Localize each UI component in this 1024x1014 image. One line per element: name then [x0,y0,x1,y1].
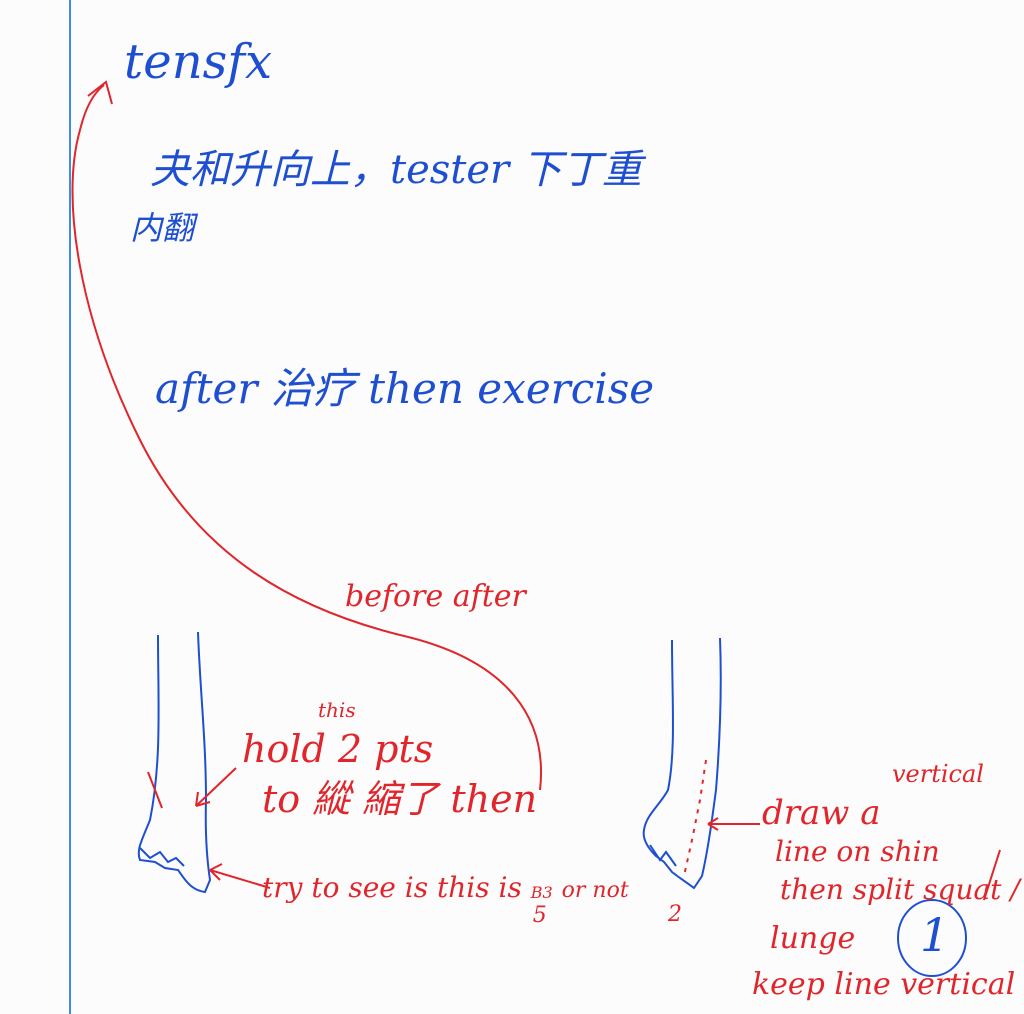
left-leg-sketch [137,631,212,894]
note-line-3: after 治疗 then exercise [155,364,655,413]
circled-number-label: 1 [920,908,950,962]
red-arrow-curve [71,84,542,791]
hold-arrow-b [195,767,237,807]
note-then-split: then split squat / [780,873,1020,906]
hold-arrow-a [147,771,163,809]
red-arrow-head [87,80,113,105]
note-title: tensfx [124,34,273,90]
note-b3: B3 [530,883,553,902]
slash-mark [983,849,1001,901]
note-this: this [318,698,356,722]
right-leg-sketch [642,637,722,890]
right-leg-annotations [683,759,1001,901]
note-5: 5 [532,903,547,928]
shin-dotted-line [683,759,707,877]
note-try-to-see: try to see is this is B3 5 or not [262,871,629,927]
note-before-after: before after [345,579,526,614]
note-lunge: lunge [770,921,856,956]
note-draw-a: draw a [762,793,881,833]
note-try-to-see-text: try to see is this is [262,871,522,904]
note-vertical: vertical [892,760,984,788]
circled-number [897,899,967,977]
note-to-fasten: to 縱 縮了 then [262,777,538,821]
note-or-not: or not [561,878,629,903]
shin-arrow [707,817,760,831]
note-num-two: 2 [668,902,682,927]
left-leg-annotations [147,767,271,889]
note-hold: hold 2 pts [242,727,434,771]
note-line-2: 内翻 [130,209,195,247]
note-line-1: 夬和升向上，tester 下丁重 [150,147,642,193]
note-line-on-shin: line on shin [775,835,940,868]
note-keep-line: keep line vertical [752,967,1016,1002]
toe-arrow [209,863,271,889]
